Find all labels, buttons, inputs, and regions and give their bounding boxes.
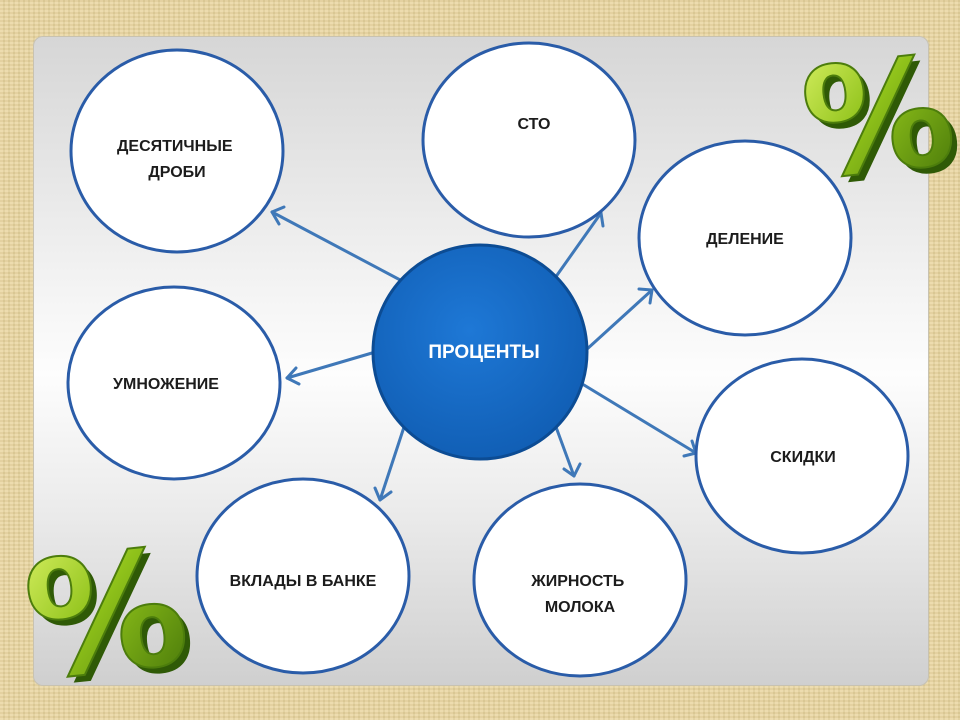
percent-sign-face: %: [795, 25, 960, 214]
node-label: ДЕЛЕНИЕ: [706, 231, 784, 248]
arrow-to-multiplication: [285, 351, 374, 386]
node-label-line: ДРОБИ: [148, 164, 205, 181]
node-label-line: УМНОЖЕНИЕ: [113, 376, 219, 393]
node-label: ДЕСЯТИЧНЫЕ ДРОБИ: [117, 138, 237, 181]
arrow-to-discounts: [582, 383, 698, 458]
node-decimal-fractions: ДЕСЯТИЧНЫЕ ДРОБИ: [69, 48, 285, 254]
node-label: ВКЛАДЫ В БАНКЕ: [230, 573, 377, 590]
node-label-line: СТО: [518, 116, 551, 133]
center-node: ПРОЦЕНТЫ: [371, 243, 589, 461]
center-node-label: ПРОЦЕНТЫ: [428, 342, 539, 363]
node-multiplication: УМНОЖЕНИЕ: [66, 285, 282, 481]
node-label: УМНОЖЕНИЕ: [113, 376, 219, 393]
node-label-line: ВКЛАДЫ В БАНКЕ: [230, 573, 377, 590]
node-label-line: СКИДКИ: [770, 449, 835, 466]
node-discounts: СКИДКИ: [694, 357, 910, 555]
arrow-to-milk-fat: [554, 425, 582, 478]
node-label: СТО: [518, 116, 551, 133]
node-division: ДЕЛЕНИЕ: [637, 139, 853, 337]
node-label: ЖИРНОСТЬ МОЛОКА: [530, 573, 629, 616]
node-label-line: ДЕЛЕНИЕ: [706, 231, 784, 248]
node-label-line: ДЕСЯТИЧНЫЕ: [117, 138, 233, 155]
node-label-line: ЖИРНОСТЬ: [530, 573, 624, 590]
percent-sign-bottom-left-icon: % %: [16, 512, 202, 720]
node-label-line: МОЛОКА: [545, 599, 616, 616]
node-label: СКИДКИ: [770, 449, 835, 466]
percent-sign-shadow: %: [23, 519, 202, 720]
percent-sign-face: %: [17, 513, 196, 716]
arrow-to-division: [584, 287, 654, 352]
arrow-to-bank-deposits: [373, 422, 407, 502]
arrow-to-decimal-fractions: [270, 205, 406, 284]
node-bank-deposits: ВКЛАДЫ В БАНКЕ: [195, 477, 411, 675]
percent-sign-top-right-icon: % %: [794, 24, 960, 220]
node-hundred: СТО: [421, 41, 637, 239]
node-milk-fat: ЖИРНОСТЬ МОЛОКА: [472, 482, 688, 678]
percent-sign-shadow: %: [801, 31, 960, 220]
